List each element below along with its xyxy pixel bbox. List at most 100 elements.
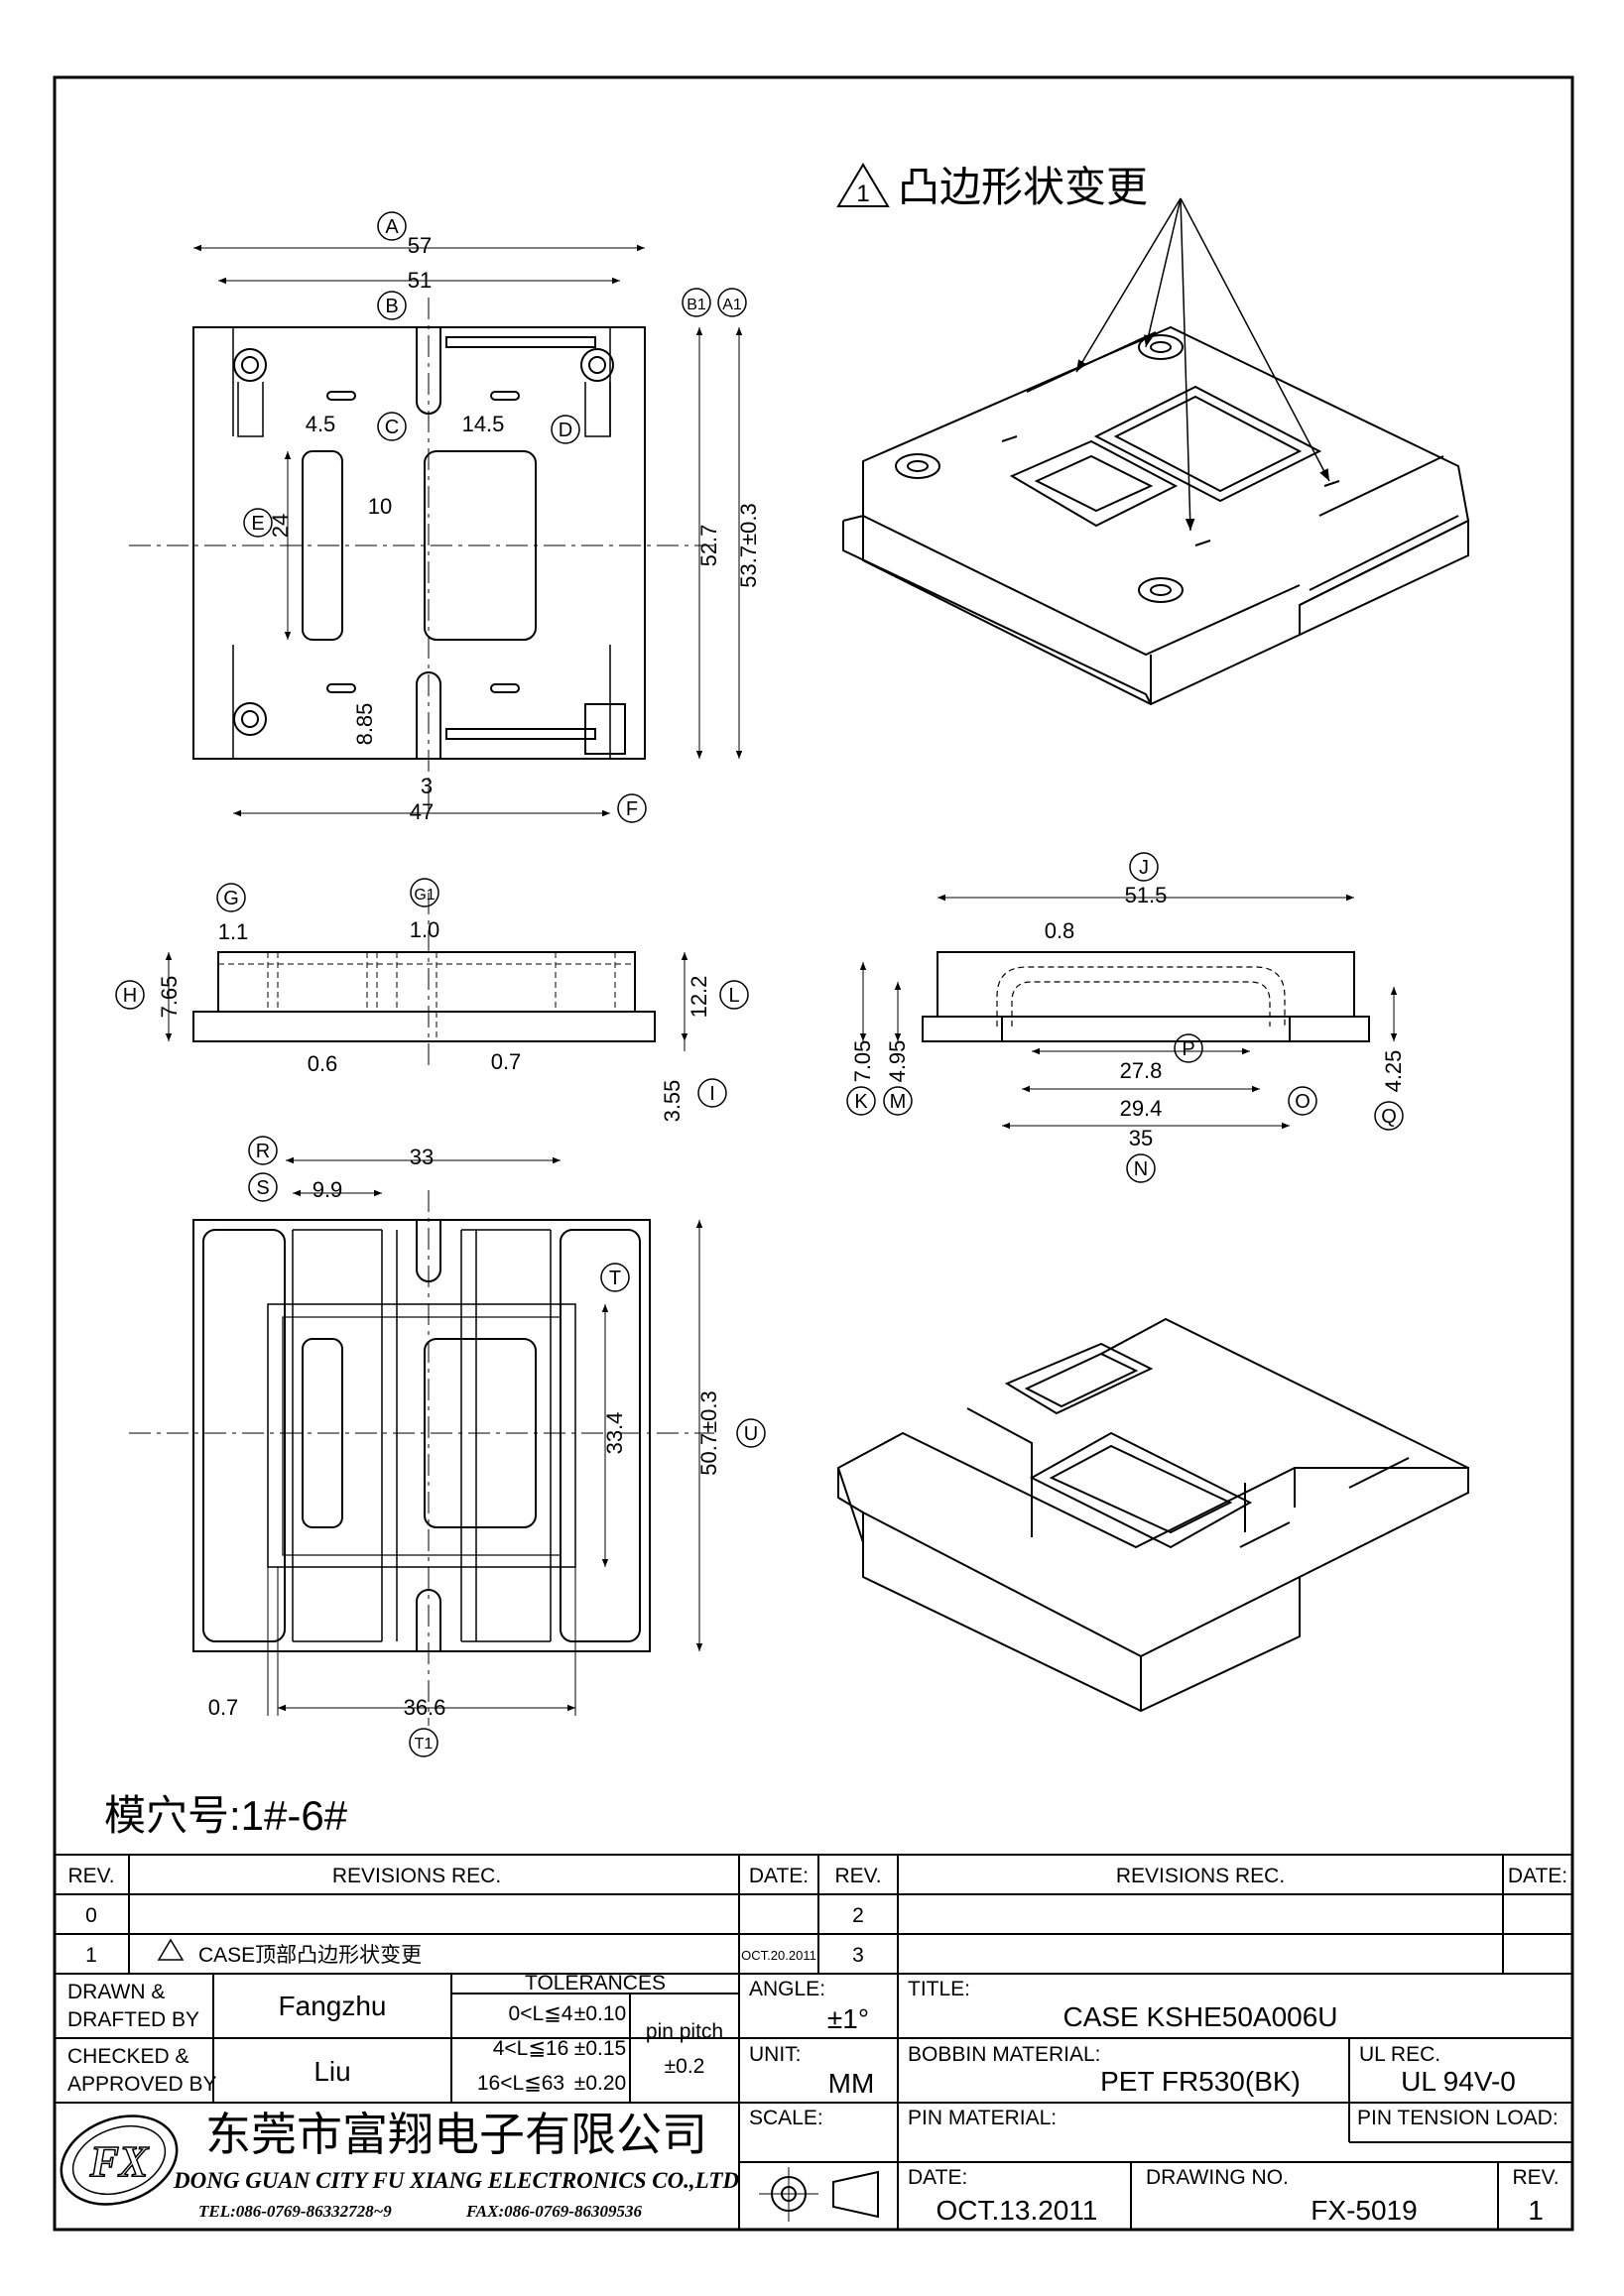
top-view-bubble-labels: A B B1 A1 C D E F <box>251 216 742 820</box>
side-view <box>165 893 688 1071</box>
sheet-border <box>53 75 1574 2232</box>
rev-header: REV. <box>67 1865 114 1887</box>
date-value: OCT.13.2011 <box>937 2195 1098 2226</box>
dim-57: 57 <box>408 233 432 258</box>
svg-text:K: K <box>854 1091 868 1113</box>
revision-triangle-number: 1 <box>856 181 869 207</box>
svg-text:TOLERANCES: TOLERANCES <box>525 1972 666 1994</box>
svg-text:A: A <box>385 216 399 238</box>
svg-text:UL REC.: UL REC. <box>1359 2043 1440 2066</box>
svg-text:UNIT:: UNIT: <box>749 2043 802 2066</box>
rev-right-3: 3 <box>852 1944 864 1967</box>
svg-text:DRAFTED BY: DRAFTED BY <box>67 2008 199 2031</box>
isometric-top-view <box>842 325 1470 706</box>
svg-text:D: D <box>559 420 572 441</box>
svg-text:36.6: 36.6 <box>404 1695 446 1720</box>
svg-text:9.9: 9.9 <box>312 1177 343 1202</box>
svg-text:4<L≦16: 4<L≦16 <box>493 2037 569 2060</box>
drawing-number: FX-5019 <box>1311 2195 1417 2226</box>
end-view-bubble-labels: J K M P O Q N <box>854 857 1396 1180</box>
projection-symbol-icon <box>759 2167 879 2222</box>
svg-text:E: E <box>251 513 264 535</box>
company-logo: FX <box>60 2115 179 2206</box>
svg-text:12.2: 12.2 <box>687 976 711 1019</box>
revisions-header: REVISIONS REC. <box>332 1865 501 1887</box>
svg-text:1.0: 1.0 <box>410 917 440 942</box>
dim-53-7: 53.7±0.3 <box>736 503 761 587</box>
bobbin-material-value: PET FR530(BK) <box>1100 2066 1301 2097</box>
side-view-bubbles <box>115 878 749 1108</box>
svg-text:G: G <box>223 888 239 909</box>
svg-text:DRAWN &: DRAWN & <box>67 1981 165 2003</box>
svg-text:DATE:: DATE: <box>908 2166 967 2189</box>
svg-text:7.05: 7.05 <box>850 1040 875 1083</box>
rev-row-1-date: OCT.20.2011 <box>741 1948 816 1963</box>
unit-value: MM <box>828 2068 875 2099</box>
angle-value: ±1° <box>827 2003 869 2034</box>
svg-text:0.7: 0.7 <box>491 1049 522 1074</box>
drawn-by-value: Fangzhu <box>279 1991 387 2021</box>
rev-row-1-text: CASE顶部凸边形状变更 <box>198 1944 422 1967</box>
drawing-title: CASE KSHE50A006U <box>1062 2001 1337 2032</box>
rev-row-1: 1 <box>85 1944 97 1967</box>
side-view-dimensions: 1.1 1.0 7.65 12.2 0.6 0.7 3.55 <box>157 917 711 1122</box>
revisions-header-right: REVISIONS REC. <box>1116 1865 1285 1887</box>
svg-text:0.7: 0.7 <box>208 1695 239 1720</box>
svg-text:33: 33 <box>410 1145 434 1169</box>
date-header: DATE: <box>749 1865 809 1887</box>
svg-text:Q: Q <box>1381 1106 1397 1128</box>
svg-text:50.7±0.3: 50.7±0.3 <box>696 1390 721 1475</box>
svg-text:TITLE:: TITLE: <box>908 1978 970 2000</box>
svg-text:33.4: 33.4 <box>602 1412 627 1455</box>
company-logo-text: FX <box>89 2137 150 2186</box>
rev-right-2: 2 <box>852 1904 864 1927</box>
dim-52-7: 52.7 <box>696 525 721 567</box>
company-name-cn: 东莞市富翔电子有限公司 <box>205 2108 707 2161</box>
svg-text:35: 35 <box>1129 1126 1153 1150</box>
svg-text:pin pitch: pin pitch <box>646 2020 723 2043</box>
dim-8-85: 8.85 <box>352 703 377 746</box>
svg-text:A1: A1 <box>722 297 742 313</box>
svg-text:F: F <box>626 798 638 820</box>
svg-text:16<L≦63: 16<L≦63 <box>477 2072 564 2095</box>
bottom-view-bubbles <box>248 1136 766 1757</box>
top-view-dimensions: 57 51 4.5 14.5 10 24 52.7 53.7±0.3 8.85 … <box>268 233 761 824</box>
bottom-view-bubble-labels: R S T U T1 <box>256 1141 758 1752</box>
revision-triangle-icon <box>836 163 890 207</box>
svg-text:DRAWING NO.: DRAWING NO. <box>1146 2166 1289 2189</box>
svg-text:BOBBIN MATERIAL:: BOBBIN MATERIAL: <box>908 2043 1101 2066</box>
title-block-text: REV. REVISIONS REC. DATE: REV. REVISIONS… <box>67 1865 1567 2226</box>
svg-text:27.8: 27.8 <box>1120 1058 1163 1083</box>
svg-text:REV.: REV. <box>1512 2166 1559 2189</box>
svg-text:±0.10: ±0.10 <box>574 2002 626 2025</box>
rev-header-right: REV. <box>834 1865 881 1887</box>
bottom-view-dimensions: 33 9.9 33.4 50.7±0.3 0.7 36.6 <box>208 1145 721 1720</box>
svg-text:L: L <box>728 985 739 1007</box>
svg-text:J: J <box>1139 857 1149 879</box>
svg-text:0.8: 0.8 <box>1045 918 1075 943</box>
svg-text:N: N <box>1134 1158 1148 1180</box>
svg-text:4.25: 4.25 <box>1381 1050 1406 1093</box>
svg-text:3.55: 3.55 <box>660 1080 685 1123</box>
svg-text:R: R <box>256 1141 270 1162</box>
company-name-en: DONG GUAN CITY FU XIANG ELECTRONICS CO.,… <box>173 2168 739 2193</box>
svg-text:PIN TENSION LOAD:: PIN TENSION LOAD: <box>1357 2107 1559 2129</box>
svg-text:APPROVED BY: APPROVED BY <box>67 2073 217 2096</box>
end-view <box>859 894 1398 1130</box>
checked-by-value: Liu <box>313 2056 350 2087</box>
svg-text:SCALE:: SCALE: <box>749 2107 823 2129</box>
dim-3: 3 <box>421 774 433 798</box>
svg-text:I: I <box>709 1083 715 1105</box>
svg-text:4.95: 4.95 <box>885 1040 910 1083</box>
svg-text:P: P <box>1182 1038 1194 1060</box>
cavity-label: 模穴号:1#-6# <box>104 1792 348 1839</box>
company-tel: TEL:086-0769-86332728~9 <box>198 2202 392 2221</box>
top-view <box>129 244 743 817</box>
svg-text:0<L≦4: 0<L≦4 <box>509 2002 573 2025</box>
warning-triangle-icon <box>157 1938 185 1961</box>
svg-text:ANGLE:: ANGLE: <box>749 1978 825 2000</box>
top-view-bubbles <box>243 211 747 823</box>
svg-text:CHECKED &: CHECKED & <box>67 2045 189 2068</box>
svg-text:1.1: 1.1 <box>218 919 249 944</box>
